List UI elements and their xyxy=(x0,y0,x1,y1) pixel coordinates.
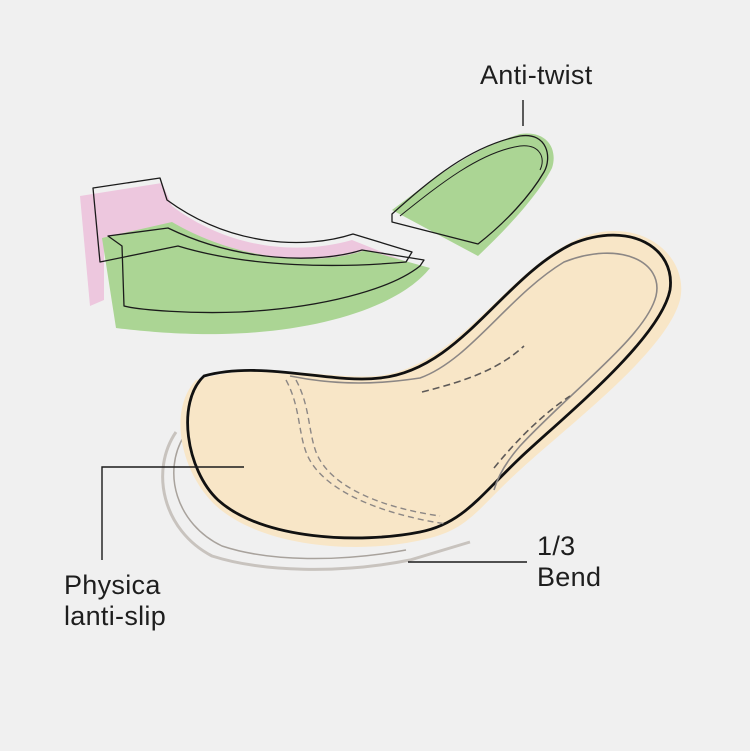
insole-stitching-edge xyxy=(493,395,571,469)
insole-inner-arch-line xyxy=(289,252,658,491)
insole-sole-layer-outer xyxy=(161,431,471,571)
leader-anti-slip xyxy=(101,466,244,560)
arrow-green-fill xyxy=(102,222,430,335)
heel-cup-inner-edge xyxy=(399,145,543,217)
label-anti-slip-line2: lanti-slip xyxy=(64,601,167,631)
label-bend: 1/3 Bend xyxy=(537,531,601,593)
insole-stitching-arch xyxy=(421,345,525,393)
label-bend-line2: Bend xyxy=(537,562,602,592)
insole-main-outline xyxy=(186,233,672,540)
insole-stitching-heel xyxy=(285,379,447,525)
label-anti-slip: Physica lanti-slip xyxy=(64,570,166,632)
heel-cup-outline xyxy=(391,135,549,245)
label-anti-twist: Anti-twist xyxy=(480,60,593,90)
insole-stitching-heel-2 xyxy=(295,379,441,517)
heel-cup-green xyxy=(392,133,554,256)
insole-main-fill xyxy=(180,231,682,547)
label-anti-slip-line1: Physica xyxy=(64,570,161,600)
insole-sole-layer-inner xyxy=(173,435,407,560)
arrow-outline-front xyxy=(107,227,425,314)
label-bend-line1: 1/3 xyxy=(537,531,576,561)
